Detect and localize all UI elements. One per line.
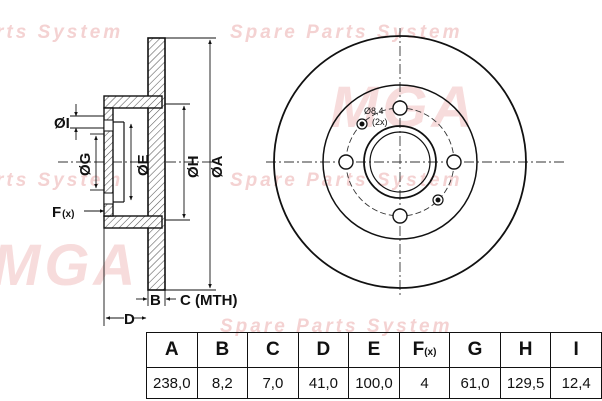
spec-header-g: G — [449, 332, 501, 368]
spec-value-d: 41,0 — [297, 367, 350, 399]
spec-header-h: H — [499, 332, 552, 368]
bolt-count-label: (2x) — [372, 117, 388, 127]
spec-value-c: 7,0 — [247, 367, 299, 399]
dim-label-b: B — [150, 292, 161, 309]
bolt-hole — [392, 208, 408, 224]
spec-header-b: B — [196, 332, 249, 368]
spec-header-f: F(x) — [398, 332, 451, 368]
watermark-tagline: Spare Parts System — [230, 170, 463, 191]
spec-table: A B C D E F(x) G H I 238,0 8,2 7,0 41,0 … — [146, 332, 602, 399]
watermark-tagline: Spare Parts System — [230, 22, 463, 43]
disc-hat-edge — [322, 84, 478, 240]
mounting-flange — [103, 107, 114, 217]
dim-label-g: ØG — [77, 153, 94, 176]
spec-header-i: I — [550, 332, 602, 368]
dim-label-a: ØA — [209, 155, 226, 178]
spec-value-g: 61,0 — [449, 367, 501, 399]
bolt-hole-label: Ø8,4 — [364, 106, 384, 116]
spec-value-e: 100,0 — [348, 367, 400, 399]
dim-label-e: ØE — [135, 154, 152, 176]
bolt-hole — [446, 154, 462, 170]
dim-label-h: ØH — [185, 156, 202, 179]
watermark-tagline: Spare Parts System — [220, 316, 453, 337]
spec-table-value-row: 238,0 8,2 7,0 41,0 100,0 4 61,0 129,5 12… — [146, 367, 602, 399]
spec-header-d: D — [297, 332, 350, 368]
front-disc-view: Ø8,4 (2x) — [266, 28, 566, 296]
disc-outer-edge — [273, 35, 527, 289]
spec-header-a: A — [146, 332, 198, 368]
dim-label-f: F(x) — [52, 204, 74, 221]
side-section-view: ØI ØG ØE ØH ØA F(x) B C (MTH) D — [52, 37, 237, 328]
spec-value-i: 12,4 — [550, 367, 602, 399]
spec-value-a: 238,0 — [146, 367, 198, 399]
spec-header-e: E — [348, 332, 400, 368]
hat-wall-top — [103, 95, 163, 109]
watermark-brand: MGA — [0, 233, 140, 298]
watermark-tagline: rts System — [0, 22, 124, 43]
spec-table-header-row: A B C D E F(x) G H I — [146, 332, 602, 368]
dim-label-c: C (MTH) — [180, 292, 237, 309]
spec-value-f: 4 — [398, 367, 451, 399]
bolt-hole — [392, 100, 408, 116]
bolt-hole — [338, 154, 354, 170]
hat-wall-bottom — [103, 215, 163, 229]
dim-label-d: D — [124, 311, 135, 328]
spec-value-h: 129,5 — [499, 367, 552, 399]
watermark-tagline: rts System — [0, 170, 124, 191]
spec-header-c: C — [247, 332, 299, 368]
spec-value-b: 8,2 — [196, 367, 249, 399]
dim-label-i: ØI — [54, 115, 70, 132]
center-bore — [363, 125, 437, 199]
